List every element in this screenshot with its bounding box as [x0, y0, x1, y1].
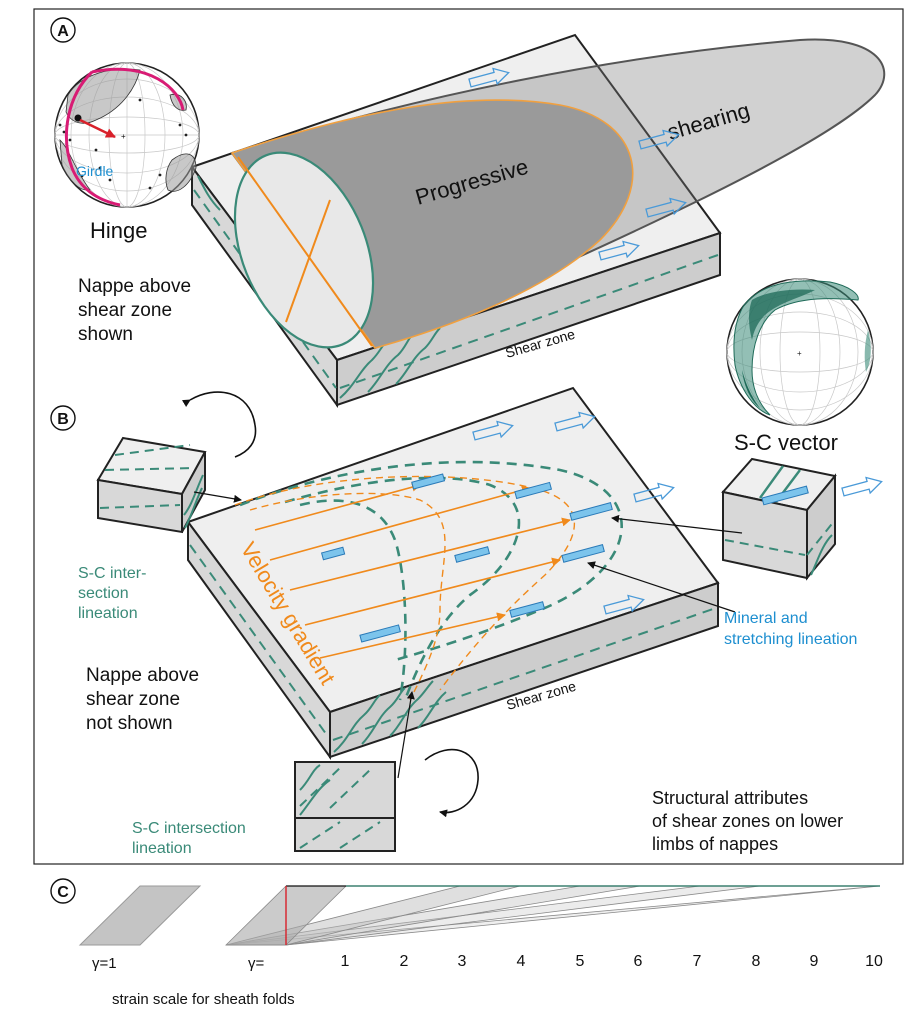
- svg-text:+: +: [121, 132, 126, 141]
- strain-fan: [225, 885, 881, 946]
- fold-axis-line-2: [285, 199, 331, 323]
- svg-text:+: +: [797, 349, 802, 358]
- hinge-label: Hinge: [90, 218, 147, 243]
- panel-b: B: [50, 386, 885, 857]
- panel-a-letter: A: [57, 23, 69, 40]
- cube-top-left: [96, 391, 257, 534]
- sc-vector-label: S-C vector: [734, 430, 838, 455]
- nappe-shown-line-1: Nappe above: [78, 276, 191, 297]
- panel-b-letter: B: [57, 411, 69, 428]
- block-b-right: [329, 581, 719, 759]
- scale-number: 5: [576, 953, 585, 970]
- scale-number: 3: [458, 953, 467, 970]
- sc-inter-line-2: section: [78, 585, 129, 602]
- gamma-1-shape: [78, 885, 202, 946]
- rotation-arrow-icon: [181, 391, 257, 458]
- attributes-line-3: limbs of nappes: [652, 834, 778, 854]
- strain-scale-numbers: 1 2 3 4 5 6 7 8 9 10: [341, 953, 883, 970]
- nappe-not-shown-line-2: shear zone: [86, 689, 180, 710]
- sc-inter-line-3: lineation: [78, 605, 138, 622]
- attributes-line-1: Structural attributes: [652, 788, 808, 808]
- stereonet-a: + Girdle: [54, 62, 200, 208]
- green-fold-outer: [239, 460, 623, 662]
- scale-number: 7: [693, 953, 702, 970]
- nappe-not-shown-line-1: Nappe above: [86, 665, 199, 686]
- panel-ab-frame: [33, 8, 904, 865]
- panel-c-letter-circle: [50, 878, 76, 904]
- scale-number: 10: [865, 953, 883, 970]
- panel-c-letter: C: [57, 884, 69, 901]
- scale-number: 1: [341, 953, 350, 970]
- nappe-not-shown-line-3: not shown: [86, 713, 173, 734]
- nappe-shown-line-3: shown: [78, 324, 133, 345]
- gamma-label: γ=: [248, 955, 265, 972]
- block-a-right: [336, 231, 721, 407]
- panel-a: A Progressive shearing Shear zone: [50, 17, 886, 426]
- plunge-arrow: [79, 118, 116, 139]
- fold-axis-line-1: [237, 156, 373, 347]
- cube-right: [611, 457, 837, 581]
- cube-bottom: [294, 691, 479, 852]
- girdle-label: Girdle: [76, 163, 114, 179]
- green-fold-middle: [284, 476, 521, 701]
- scale-number: 4: [517, 953, 526, 970]
- scale-number: 6: [634, 953, 643, 970]
- panel-c: C γ=1 γ= 1 2 3 4 5 6 7 8 9 10 stra: [50, 878, 883, 1008]
- scale-number: 8: [752, 953, 761, 970]
- nappe-shown-line-2: shear zone: [78, 300, 172, 321]
- gamma-1-label: γ=1: [92, 955, 117, 972]
- sc-intersection-line-2: lineation: [132, 840, 192, 857]
- green-fold-inner: [299, 499, 407, 701]
- scale-number: 2: [400, 953, 409, 970]
- flow-arrow-icon: [840, 473, 885, 501]
- strain-scale-caption: strain scale for sheath folds: [112, 991, 295, 1008]
- panel-a-letter-circle: [50, 17, 76, 43]
- rotation-arrow-icon: [424, 748, 479, 818]
- great-circle-magenta: [65, 70, 121, 207]
- panel-b-letter-circle: [50, 405, 76, 431]
- sc-inter-line-1: S-C inter-: [78, 565, 146, 582]
- mineral-line-1: Mineral and: [724, 610, 808, 627]
- attributes-line-2: of shear zones on lower: [652, 811, 843, 831]
- scale-number: 9: [810, 953, 819, 970]
- stereonet-b: +: [726, 278, 874, 426]
- sc-intersection-line-1: S-C intersection: [132, 820, 246, 837]
- mineral-line-2: stretching lineation: [724, 631, 857, 648]
